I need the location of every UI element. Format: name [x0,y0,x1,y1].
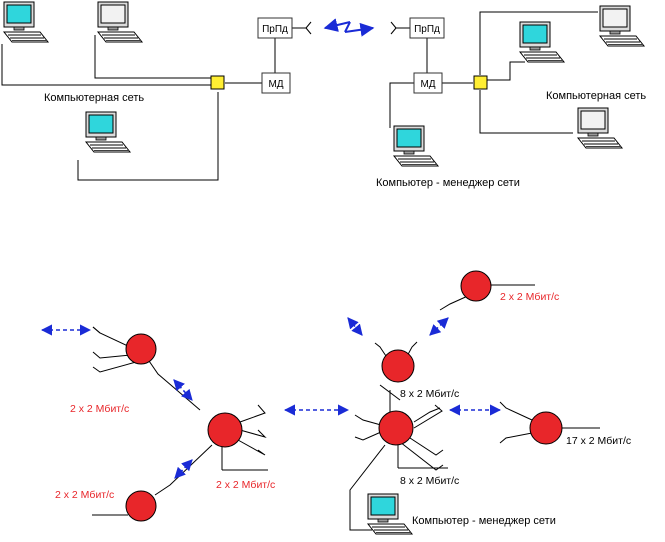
computer-icon [599,5,645,47]
node-center [378,410,414,446]
left-prpd-label: ПрПд [262,24,288,35]
computer-icon [519,21,565,63]
left-prpd-box [257,17,293,39]
computer-icon [97,1,143,43]
rate-center-top: 8 х 2 Мбит/с [400,388,459,400]
left-md-label: МД [268,79,283,90]
node-lower-left [125,490,157,522]
rate-left-bottom: 2 х 2 Мбит/с [55,489,114,501]
node-top-right [460,270,492,302]
node-center-left [207,412,243,448]
computer-icon [3,1,49,43]
right-hub [473,75,488,90]
rate-top-right: 2 х 2 Мбит/с [500,291,559,303]
right-prpd-box [409,17,445,39]
right-network-label: Компьютерная сеть [546,90,646,102]
left-network-label: Компьютерная сеть [44,92,144,104]
rate-right: 17 х 2 Мбит/с [566,435,631,447]
node-right [529,411,563,445]
manager-computer-icon [393,125,439,167]
rate-center-left: 2 х 2 Мбит/с [216,479,275,491]
left-hub [210,75,225,90]
computer-icon [577,107,623,149]
node-top-8x2 [381,349,415,383]
manager-label-top: Компьютер - менеджер сети [376,177,520,189]
rate-left-mid: 2 х 2 Мбит/с [70,403,129,415]
manager-computer-icon [367,493,413,535]
bottom-diagram [92,284,600,531]
node-upper-left [125,333,157,365]
left-md-box [261,72,291,94]
bottom-links [40,317,502,479]
right-md-label: МД [420,79,435,90]
radio-link [323,18,375,37]
right-md-box [413,72,443,94]
rate-center-bottom: 8 х 2 Мбит/с [400,475,459,487]
top-diagram [1,11,598,181]
manager-label-bottom: Компьютер - менеджер сети [412,515,556,527]
computer-icon [85,111,131,153]
right-prpd-label: ПрПд [414,24,440,35]
